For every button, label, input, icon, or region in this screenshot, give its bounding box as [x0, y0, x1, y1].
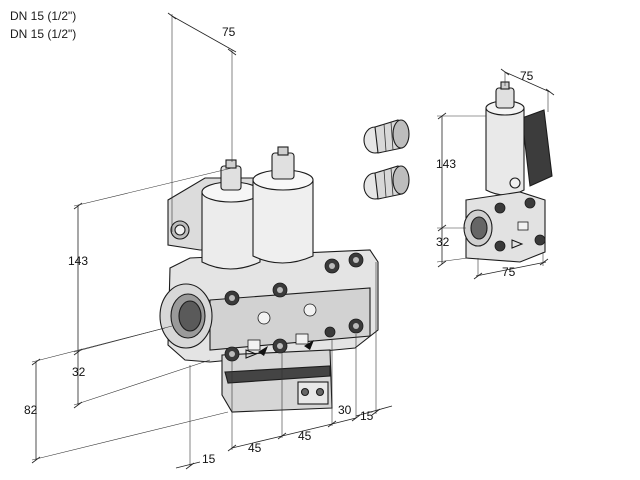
main-dimension-lines — [31, 12, 393, 470]
single-valve-connector — [495, 87, 515, 109]
dimension-labels: 75 143 32 82 15 45 45 30 15 75 143 32 75 — [24, 25, 534, 466]
dim-main-offset-30: 30 — [338, 403, 352, 417]
dim-main-pitch-2: 45 — [298, 429, 312, 443]
dim-main-pitch-1: 45 — [248, 441, 262, 455]
screw — [324, 326, 336, 338]
dim-single-bottom-width: 75 — [502, 265, 516, 279]
dim-main-total-height: 82 — [24, 403, 38, 417]
dim-single-top-width: 75 — [520, 69, 534, 83]
coil-2-connector — [271, 152, 295, 180]
dim-main-offset-left: 15 — [202, 452, 216, 466]
dim-single-port-height: 32 — [436, 235, 450, 249]
single-valve-bracket — [521, 109, 553, 187]
single-valve-assembly — [463, 81, 553, 263]
single-dimension-lines — [436, 68, 555, 280]
cable-gland-1 — [363, 119, 410, 154]
coil-1-connector — [220, 165, 242, 191]
dim-main-height: 143 — [68, 254, 88, 268]
header-line-1: DN 15 (1/2") — [10, 9, 77, 23]
coil-1 — [201, 191, 261, 270]
main-valve-assembly — [159, 146, 379, 413]
cable-glands — [363, 119, 410, 200]
dim-main-top-width: 75 — [222, 25, 236, 39]
dim-main-offset-right: 15 — [360, 409, 374, 423]
dim-main-port-height: 32 — [72, 365, 86, 379]
header-line-2: DN 15 (1/2") — [10, 27, 77, 41]
coil-2 — [252, 179, 314, 264]
dim-single-height: 143 — [436, 157, 456, 171]
cable-gland-2 — [363, 165, 410, 200]
